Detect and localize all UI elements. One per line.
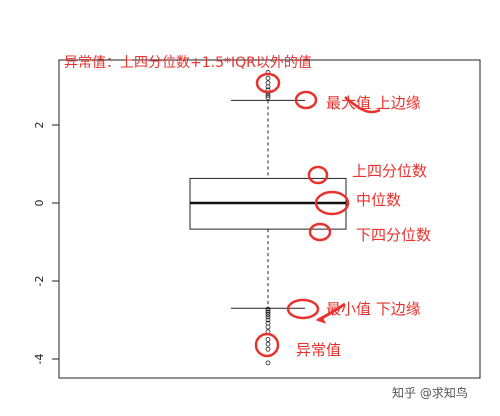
outlier-point <box>265 314 271 320</box>
outlier-point <box>265 346 271 352</box>
y-tick-label: 2 <box>33 122 46 129</box>
chart-title: 异常值：上四分位数+1.5*IQR以外的值 <box>64 55 312 71</box>
watermark: 知乎 @求知鸟 <box>392 386 468 400</box>
plot-frame <box>58 59 481 379</box>
outlier-low-circle <box>254 332 280 358</box>
q3-annotation: 上四分位数 <box>352 162 428 180</box>
min-circle <box>286 298 320 320</box>
outlier-point <box>265 312 271 317</box>
max-circle <box>294 90 318 110</box>
y-tick-label: -2 <box>33 276 46 287</box>
outlier-point <box>265 92 271 98</box>
max-annotation: 最大值 上边缘 <box>326 94 421 112</box>
max-cross-stroke <box>344 96 381 114</box>
outlier-point <box>265 80 271 86</box>
y-axis: -4 -2 0 2 <box>33 122 59 365</box>
y-tick-label: 0 <box>33 200 46 207</box>
q1-circle <box>308 222 332 242</box>
outlier-annotation: 异常值 <box>296 341 342 359</box>
outlier-point <box>265 317 271 323</box>
outlier-points <box>265 69 271 366</box>
median-annotation: 中位数 <box>356 191 402 209</box>
annotation-marks <box>254 72 381 358</box>
q3-circle <box>307 165 329 185</box>
outlier-high-circle <box>255 72 281 94</box>
median-circle <box>314 190 350 216</box>
box-plot <box>189 99 347 309</box>
outlier-point <box>265 360 271 366</box>
min-arrow-head <box>315 316 326 324</box>
outlier-point <box>265 75 271 81</box>
min-annotation: 最小值 下边缘 <box>326 300 421 318</box>
q1-annotation: 下四分位数 <box>356 226 432 244</box>
outlier-point <box>265 95 271 101</box>
outlier-point <box>265 337 271 342</box>
outlier-point <box>265 324 271 330</box>
outlier-point <box>265 341 271 347</box>
outlier-point <box>265 309 271 315</box>
outlier-point <box>265 306 271 312</box>
y-tick-label: -4 <box>33 354 46 365</box>
